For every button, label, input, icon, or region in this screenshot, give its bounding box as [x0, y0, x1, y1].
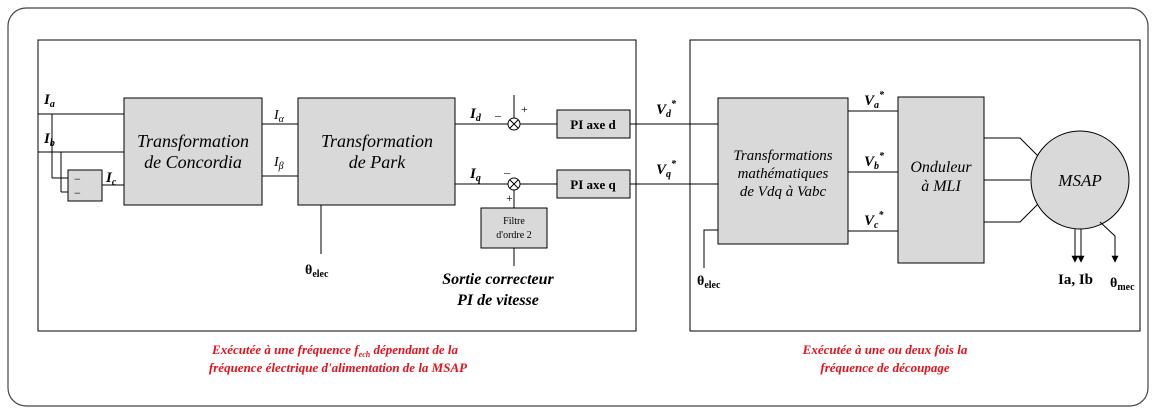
filter-line1: Filtre: [503, 216, 525, 227]
speed-ref-line1: Sortie correcteur: [442, 271, 554, 288]
inverter-line2: à MLI: [921, 178, 961, 195]
negation-block: [67, 169, 103, 202]
park-summer-wires: [455, 123, 508, 185]
label-theta-right: θelec: [697, 274, 721, 291]
group-box-right: [689, 39, 1141, 332]
pi-block-q: [556, 169, 631, 199]
label-ib: Ib: [43, 131, 55, 149]
negation-minus-1: −: [74, 172, 81, 186]
label-vd-ref: Vd*: [656, 99, 677, 120]
annotation-right-line1: Exécutée à une ou deux fois la: [802, 342, 968, 357]
concordia-line2: de Concordia: [144, 152, 242, 172]
pi-block-d-label: PI axe d: [570, 117, 616, 132]
outer-frame: [7, 7, 1149, 407]
label-theta-mec: θmec: [1110, 276, 1135, 293]
label-iq: Iq: [469, 166, 481, 184]
filter-block: [480, 207, 548, 249]
speed-ref-line2: PI de vitesse: [456, 292, 539, 309]
inverter-line1: Onduleur: [910, 159, 972, 176]
label-theta-left: θelec: [305, 263, 329, 280]
summer-q-minus: –: [503, 165, 511, 179]
label-vc-ref: Vc*: [864, 210, 884, 231]
annotation-right-line2: fréquence de découpage: [820, 360, 949, 375]
motor-msap: [1030, 130, 1130, 230]
summer-d-plus: +: [521, 102, 528, 116]
concordia-park-wires: [262, 123, 298, 177]
inverse-transform-line1: Transformations: [733, 148, 832, 164]
label-id: Id: [469, 106, 482, 124]
label-vq-ref: Vq*: [656, 159, 677, 180]
label-va-ref: Va*: [864, 90, 885, 111]
concordia-block: [123, 97, 263, 206]
inverse-transform-line3: de Vdq à Vabc: [740, 184, 827, 200]
group-box-left: [37, 39, 637, 332]
label-ia: Ia: [43, 92, 55, 110]
pi-transform-wires: [630, 123, 718, 185]
negation-minus-2: −: [74, 186, 81, 200]
pi-block-d: [556, 109, 631, 139]
label-motor-currents: Ia, Ib: [1058, 272, 1093, 288]
motor-output-arrows: [1071, 221, 1119, 263]
summer-d: [507, 117, 521, 131]
summer-q: [507, 177, 521, 191]
concordia-line1: Transformation: [137, 131, 249, 151]
label-ic: Ic: [105, 170, 117, 188]
label-vb-ref: Vb*: [864, 151, 885, 172]
inverter-motor-wires: [984, 137, 1041, 223]
pi-block-q-label: PI axe q: [570, 177, 616, 192]
summer-pi-wires: [520, 123, 557, 185]
label-i-beta: Iβ: [273, 155, 284, 172]
park-line2: de Park: [349, 152, 406, 172]
label-i-alpha: Iα: [273, 108, 285, 125]
inverse-transform-block: [717, 97, 849, 245]
annotation-left-line2: fréquence électrique d'alimentation de l…: [209, 360, 468, 375]
summer-d-minus: –: [494, 108, 502, 122]
annotation-left-line1: Exécutée à une fréquence fech dépendant …: [211, 342, 458, 359]
filter-line2: d'ordre 2: [496, 230, 531, 241]
park-line1: Transformation: [321, 131, 433, 151]
park-block: [297, 97, 456, 206]
theta-right-wire: [703, 229, 718, 268]
input-wires: [38, 113, 124, 193]
inverter-block: [897, 96, 985, 264]
inverse-transform-line2: mathématiques: [738, 166, 829, 182]
summer-q-plus: +: [506, 191, 513, 205]
transform-inverter-wires: [848, 110, 898, 232]
motor-label: MSAP: [1057, 171, 1101, 190]
